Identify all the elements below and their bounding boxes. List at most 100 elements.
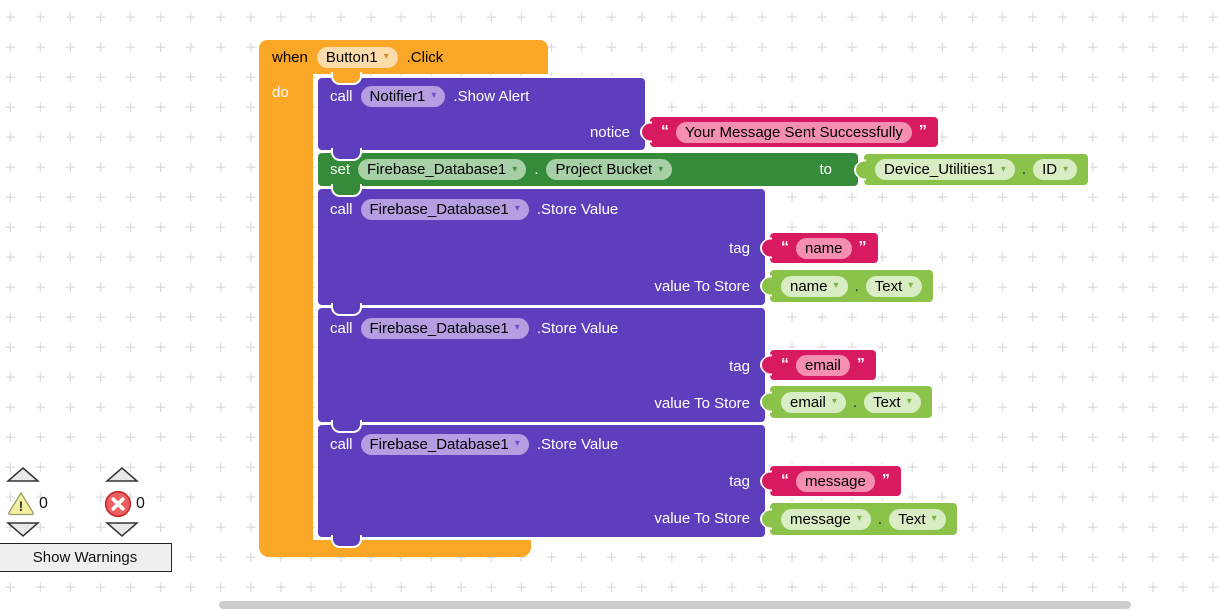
dropdown-value: Project Bucket [555,161,653,178]
dropdown-value: Firebase_Database1 [369,319,509,337]
dropdown-value: Text [874,277,903,295]
dropdown-value: Firebase_Database1 [367,161,507,178]
tag-param-label: tag [729,473,750,490]
event-block-footer[interactable] [259,540,531,557]
notifier-dropdown[interactable]: Notifier1 ▾ [360,85,446,107]
value-param-label: value To Store [654,277,750,295]
device-id-getter-block[interactable]: Device_Utilities1 ▾ . ID ▾ [864,154,1089,185]
notifier-show-alert-block[interactable]: call Notifier1 ▾ .Show Alert notice [318,78,645,150]
project-bucket-dropdown[interactable]: Project Bucket ▾ [546,159,673,180]
notice-param-label: notice [589,123,630,141]
button1-dropdown[interactable]: Button1 ▾ [316,46,398,68]
tag-param-label: tag [729,358,750,375]
error-icon [104,490,132,518]
dot-separator: . [877,510,883,528]
chevron-down-icon: ▾ [833,280,839,291]
connector-tab [331,148,362,161]
text-string-field[interactable]: email [796,354,850,376]
dot-separator: . [534,161,539,178]
dropdown-value: Firebase_Database1 [369,435,509,453]
warning-nav-up-button[interactable] [5,466,41,483]
firebase-dropdown[interactable]: Firebase_Database1 ▾ [358,159,527,180]
method-name: .Store Value [536,319,619,337]
call-keyword: call [330,319,353,337]
chevron-down-icon: ▾ [1000,163,1006,175]
property-dropdown[interactable]: Text ▾ [865,275,923,297]
value-getter-block-email[interactable]: email ▾ . Text ▾ [770,386,932,418]
chevron-down-icon: ▾ [856,513,862,524]
text-string-field[interactable]: message [796,470,875,492]
do-label: do [272,84,289,101]
open-quote: “ [781,472,789,489]
event-block-spine[interactable] [259,74,313,541]
dropdown-value: name [790,277,828,295]
svg-text:!: ! [19,498,24,514]
dropdown-value: Device_Utilities1 [884,161,995,178]
dropdown-value: Text [873,393,901,411]
when-keyword: when [272,48,308,66]
warning-nav-down-button[interactable] [5,521,41,538]
dropdown-value: email [790,393,826,411]
show-warnings-button[interactable]: Show Warnings [0,543,172,572]
device-utilities-dropdown[interactable]: Device_Utilities1 ▾ [875,159,1015,180]
store-value-block-3[interactable]: call Firebase_Database1 ▾ .Store Value t… [318,425,765,537]
chevron-down-icon: ▾ [906,396,912,407]
connector-tab [331,184,362,197]
firebase-dropdown[interactable]: Firebase_Database1 ▾ [360,433,529,455]
close-quote: ” [881,472,890,489]
property-dropdown[interactable]: Text ▾ [864,391,921,413]
horizontal-scrollbar[interactable] [219,601,1131,609]
event-name: .Click [406,48,444,66]
call-keyword: call [330,87,353,105]
open-quote: “ [781,239,789,256]
close-quote: ” [918,123,927,140]
dropdown-value: message [790,510,851,528]
close-quote: ” [858,239,867,256]
connector-tab [331,535,362,548]
dropdown-value: Notifier1 [369,87,426,105]
error-nav-up-button[interactable] [104,466,140,483]
notice-text-block[interactable]: “ Your Message Sent Successfully ” [650,117,938,147]
firebase-dropdown[interactable]: Firebase_Database1 ▾ [360,317,529,339]
dropdown-value: ID [1042,161,1058,178]
store-value-block-1[interactable]: call Firebase_Database1 ▾ .Store Value t… [318,189,765,305]
value-getter-block-name[interactable]: name ▾ . Text ▾ [770,270,934,302]
firebase-dropdown[interactable]: Firebase_Database1 ▾ [360,198,529,220]
chevron-down-icon: ▾ [514,322,520,333]
when-button-click-block[interactable]: when Button1 ▾ .Click [259,40,548,74]
dot-separator: . [852,393,858,411]
chevron-down-icon: ▾ [431,90,437,101]
value-getter-block-message[interactable]: message ▾ . Text ▾ [770,503,957,535]
set-project-bucket-block[interactable]: set Firebase_Database1 ▾ . Project Bucke… [318,153,858,186]
tag-text-block-name[interactable]: “ name ” [770,233,878,263]
value-param-label: value To Store [654,510,750,527]
dot-separator: . [1021,161,1027,178]
error-count: 0 [136,495,145,512]
property-dropdown[interactable]: Text ▾ [889,508,946,530]
open-quote: “ [781,356,789,373]
text-string-field[interactable]: name [796,237,852,259]
chevron-down-icon: ▾ [512,163,518,175]
tag-text-block-email[interactable]: “ email ” [770,350,876,380]
chevron-down-icon: ▾ [514,438,520,449]
dot-separator: . [854,277,859,295]
store-value-block-2[interactable]: call Firebase_Database1 ▾ .Store Value t… [318,308,765,422]
method-name: .Store Value [536,200,619,218]
error-nav-down-button[interactable] [104,521,140,538]
chevron-down-icon: ▾ [831,396,837,407]
method-name: .Show Alert [453,87,530,105]
warning-count: 0 [39,495,48,512]
component-dropdown[interactable]: name ▾ [781,275,848,297]
connector-tab [331,420,362,433]
text-string-field[interactable]: Your Message Sent Successfully [676,121,912,143]
close-quote: ” [856,356,865,373]
tag-text-block-message[interactable]: “ message ” [770,466,901,496]
value-param-label: value To Store [654,395,750,412]
dropdown-value: Firebase_Database1 [369,200,509,218]
component-dropdown[interactable]: message ▾ [781,508,871,530]
id-dropdown[interactable]: ID ▾ [1033,159,1078,180]
component-dropdown[interactable]: email ▾ [781,391,846,413]
chevron-down-icon: ▾ [908,280,914,291]
chevron-down-icon: ▾ [1063,163,1069,175]
